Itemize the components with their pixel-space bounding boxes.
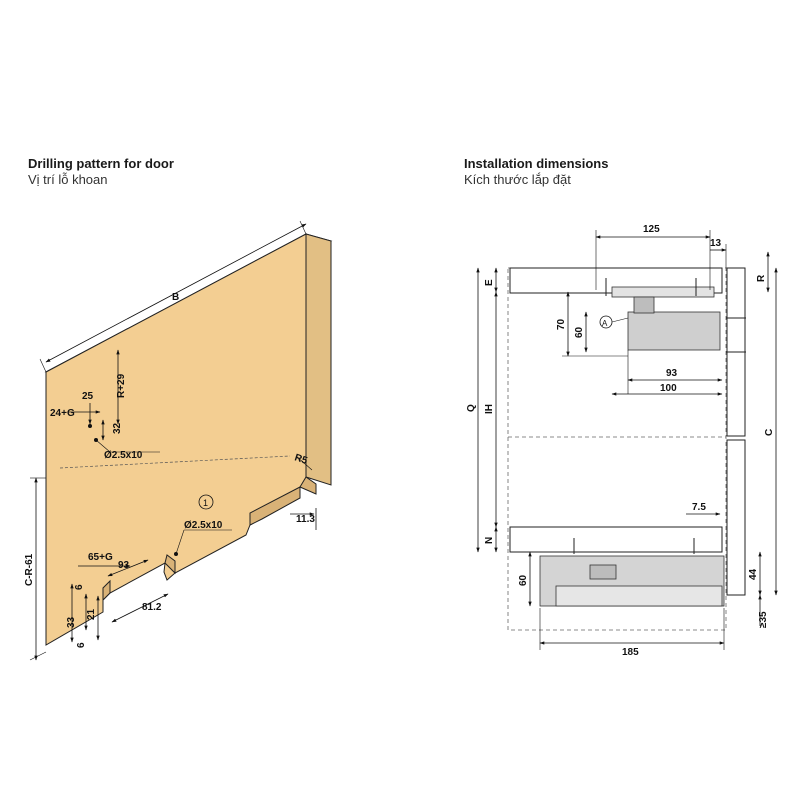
dim-label-n: N bbox=[484, 537, 495, 544]
left-dimension-labels: B R+29 24+G 25 32 Ø2.5x10 R5 11.3 1 Ø2.5… bbox=[24, 292, 315, 648]
dim-label-93-left: 93 bbox=[118, 560, 130, 571]
dim-label-13: 13 bbox=[710, 238, 722, 249]
left-heading: Drilling pattern for door Vị trí lỗ khoa… bbox=[28, 156, 174, 189]
right-title-vi: Kích thước lắp đặt bbox=[464, 172, 571, 188]
lower-mechanism-arm bbox=[589, 564, 617, 580]
dim-label-r5: R5 bbox=[293, 452, 309, 467]
dim-label-44: 44 bbox=[748, 568, 759, 580]
dim-label-cr61: C-R-61 bbox=[24, 553, 35, 586]
upper-mechanism-bracket bbox=[611, 286, 715, 298]
lower-mechanism-plate bbox=[555, 585, 723, 607]
dim-label-r29: R+29 bbox=[116, 373, 127, 398]
left-title-en: Drilling pattern for door bbox=[28, 156, 174, 171]
dim-label-70: 70 bbox=[556, 318, 567, 330]
drill-hole bbox=[88, 424, 92, 428]
cabinet-drawing bbox=[507, 267, 746, 631]
dim-label-35: ≥35 bbox=[758, 611, 769, 628]
cabinet-bottom-panel bbox=[509, 526, 723, 553]
dim-label-7-5: 7.5 bbox=[692, 502, 706, 513]
dim-label-drill-upper: Ø2.5x10 bbox=[104, 450, 143, 461]
dim-label-r: R bbox=[756, 274, 767, 282]
dim-label-6b: 6 bbox=[76, 642, 87, 648]
door-notch-face-3 bbox=[164, 554, 176, 575]
dim-label-60-upper: 60 bbox=[574, 326, 585, 338]
dim-label-g24: 24+G bbox=[50, 408, 75, 419]
left-title-vi: Vị trí lỗ khoan bbox=[28, 172, 108, 188]
right-dimension-lines bbox=[476, 230, 778, 650]
dim-label-93-right: 93 bbox=[666, 368, 678, 379]
dim-label-81-2: 81.2 bbox=[142, 602, 162, 613]
door-notch-face-4 bbox=[102, 579, 111, 602]
lower-door bbox=[726, 439, 746, 596]
upper-mechanism-arm bbox=[633, 296, 655, 314]
dim-label-c: C bbox=[764, 429, 775, 436]
dim-label-circle-1: 1 bbox=[203, 498, 208, 508]
dim-label-60-lower: 60 bbox=[518, 574, 529, 586]
right-title-en: Installation dimensions bbox=[464, 156, 609, 171]
dim-label-11-3: 11.3 bbox=[296, 514, 315, 525]
upper-mechanism-body bbox=[627, 311, 721, 351]
dim-label-e: E bbox=[484, 279, 495, 286]
door-notch-face-2 bbox=[249, 486, 301, 526]
dim-label-32: 32 bbox=[112, 422, 123, 434]
dim-label-q: Q bbox=[466, 404, 477, 412]
dim-label-185: 185 bbox=[622, 647, 639, 658]
right-dimension-labels: 125 13 E R 70 60 A 93 100 Q IH C 7.5 N 6… bbox=[466, 224, 775, 658]
dim-label-25: 25 bbox=[82, 391, 94, 402]
dim-label-b: B bbox=[172, 292, 179, 303]
circle-1-marker bbox=[198, 494, 214, 510]
door-side-face bbox=[305, 233, 332, 486]
left-dimension-lines bbox=[29, 220, 317, 661]
dim-label-33: 33 bbox=[66, 616, 77, 628]
dim-label-g65: 65+G bbox=[88, 552, 113, 563]
dim-label-100: 100 bbox=[660, 383, 677, 394]
dim-label-21: 21 bbox=[86, 608, 97, 620]
door-notch-face-1 bbox=[299, 476, 317, 495]
dim-label-6a: 6 bbox=[74, 584, 85, 590]
dim-label-125: 125 bbox=[643, 224, 660, 235]
door-panel-drawing bbox=[44, 233, 333, 646]
dim-label-a: A bbox=[602, 319, 608, 328]
dim-label-drill-lower: Ø2.5x10 bbox=[184, 520, 223, 531]
dim-label-ih: IH bbox=[484, 404, 495, 414]
right-heading: Installation dimensions Kích thước lắp đ… bbox=[464, 156, 608, 189]
